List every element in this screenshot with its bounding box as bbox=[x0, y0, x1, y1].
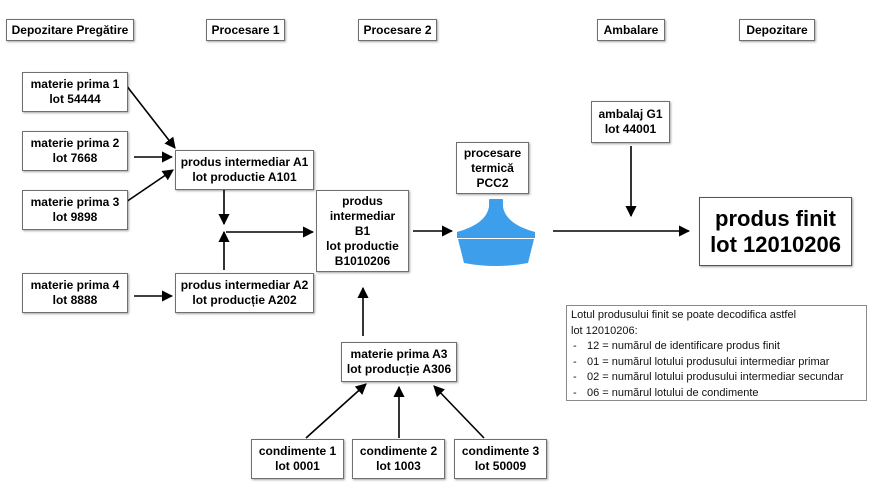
notes-intro-line-1: Lotul produsului finit se poate decodifi… bbox=[571, 309, 797, 321]
node-line: materie prima A3 bbox=[350, 347, 448, 361]
node-produs-intermediar-a1: produs intermediar A1 lot productie A101 bbox=[175, 150, 314, 190]
node-produs-intermediar-a2: produs intermediar A2 lot producție A202 bbox=[175, 273, 314, 313]
arrow-cond3-to-a3 bbox=[433, 385, 485, 439]
node-line: lot 12010206 bbox=[710, 231, 841, 257]
notes-intro-line-2: lot 12010206: bbox=[571, 324, 638, 337]
node-line: lot producție A202 bbox=[192, 293, 297, 307]
node-produs-finit: produs finit lot 12010206 bbox=[699, 197, 852, 266]
node-line: ambalaj G1 bbox=[598, 107, 663, 121]
node-line: PCC2 bbox=[476, 175, 509, 190]
node-line: lot 8888 bbox=[52, 293, 98, 307]
node-line: B1 bbox=[354, 223, 371, 238]
node-line: produs finit bbox=[715, 205, 836, 231]
node-line: condimente 2 bbox=[359, 444, 438, 458]
node-materie-prima-3: materie prima 3 lot 9898 bbox=[22, 190, 128, 230]
node-line: produs bbox=[342, 193, 383, 208]
lot-decoding-notes: Lotul produsului finit se poate decodifi… bbox=[566, 305, 867, 401]
node-line: B1010206 bbox=[334, 253, 391, 268]
header-procesare-2: Procesare 2 bbox=[358, 19, 437, 41]
header-procesare-1: Procesare 1 bbox=[206, 19, 285, 41]
node-condimente-2: condimente 2 lot 1003 bbox=[352, 439, 445, 479]
node-line: materie prima 1 bbox=[30, 77, 120, 91]
node-line: lot 9898 bbox=[52, 210, 98, 224]
node-condimente-1: condimente 1 lot 0001 bbox=[251, 439, 344, 479]
node-line: lot 7668 bbox=[52, 151, 98, 165]
node-materie-prima-1: materie prima 1 lot 54444 bbox=[22, 72, 128, 112]
arrow-cond1-to-a3 bbox=[305, 383, 367, 439]
node-line: lot 44001 bbox=[604, 122, 657, 136]
header-depozitare-pregatire: Depozitare Pregătire bbox=[6, 19, 134, 41]
node-procesare-termica-pcc2: procesare termică PCC2 bbox=[456, 142, 529, 194]
node-line: procesare bbox=[463, 145, 522, 160]
node-line: materie prima 4 bbox=[30, 278, 120, 292]
arrow-mp3-to-a1 bbox=[125, 169, 174, 203]
node-condimente-3: condimente 3 lot 50009 bbox=[454, 439, 547, 479]
node-line: lot 1003 bbox=[376, 459, 421, 473]
node-ambalaj-g1: ambalaj G1 lot 44001 bbox=[591, 101, 670, 143]
node-materie-prima-4: materie prima 4 lot 8888 bbox=[22, 273, 128, 313]
node-line: lot producție A306 bbox=[346, 362, 452, 376]
heat-treatment-funnel-icon bbox=[457, 199, 535, 266]
node-line: condimente 3 bbox=[461, 444, 540, 458]
node-line: termică bbox=[471, 160, 514, 175]
notes-item: 06 = numărul lotului de condimente bbox=[571, 386, 866, 402]
arrow-mp1-to-a1 bbox=[125, 84, 176, 149]
node-line: lot 0001 bbox=[275, 459, 320, 473]
node-line: produs intermediar A1 bbox=[180, 155, 309, 169]
header-depozitare-pregatire-label: Depozitare Pregătire bbox=[11, 22, 129, 37]
header-procesare-2-label: Procesare 2 bbox=[363, 22, 432, 37]
node-line: lot 54444 bbox=[49, 92, 101, 106]
node-line: materie prima 2 bbox=[30, 136, 120, 150]
notes-list: 12 = numărul de identificare produs fini… bbox=[571, 339, 866, 401]
header-depozitare-label: Depozitare bbox=[746, 22, 808, 37]
node-line: produs intermediar A2 bbox=[180, 278, 309, 292]
header-procesare-1-label: Procesare 1 bbox=[211, 22, 280, 37]
header-ambalare-label: Ambalare bbox=[603, 22, 659, 37]
notes-item: 01 = numărul lotului produsului intermed… bbox=[571, 355, 866, 371]
node-line: condimente 1 bbox=[258, 444, 337, 458]
notes-item: 12 = numărul de identificare produs fini… bbox=[571, 339, 866, 355]
node-line: materie prima 3 bbox=[30, 195, 120, 209]
node-line: intermediar bbox=[329, 208, 396, 223]
header-ambalare: Ambalare bbox=[597, 19, 665, 41]
node-produs-intermediar-b1: produs intermediar B1 lot productie B101… bbox=[316, 190, 409, 272]
node-materie-prima-2: materie prima 2 lot 7668 bbox=[22, 131, 128, 171]
header-depozitare: Depozitare bbox=[739, 19, 815, 41]
notes-item: 02 = numărul lotului produsului intermed… bbox=[571, 370, 866, 386]
node-line: lot 50009 bbox=[474, 459, 527, 473]
node-line: lot productie A101 bbox=[192, 170, 297, 184]
node-line: lot productie bbox=[326, 238, 399, 253]
node-materie-prima-a3: materie prima A3 lot producție A306 bbox=[341, 342, 457, 382]
